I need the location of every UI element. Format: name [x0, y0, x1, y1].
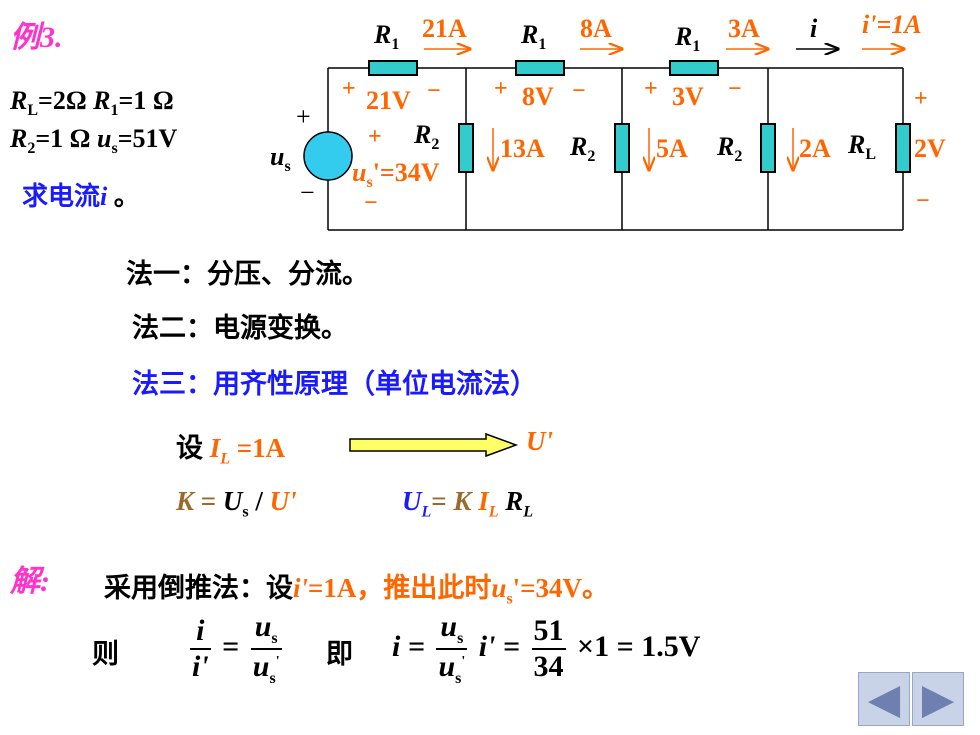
circuit-diagram	[303, 0, 911, 231]
next-button[interactable]: ▶	[912, 672, 964, 726]
method-2: 法二：电源变换。	[132, 313, 348, 343]
source-minus: −	[300, 178, 315, 207]
resistor-r1-c	[669, 60, 719, 76]
label-i-prime: i'=1A	[862, 10, 922, 39]
current-3a: 3A	[728, 14, 760, 43]
minus-3v: −	[728, 76, 742, 102]
minus-rl: −	[916, 188, 930, 214]
setup-arrow	[349, 432, 519, 458]
us-prime: us'=34V	[352, 158, 440, 192]
voltage-21v: 21V	[366, 86, 411, 115]
method-1: 法一：分压、分流。	[126, 259, 369, 289]
prev-button[interactable]: ◀	[858, 672, 910, 726]
source-plus: +	[296, 102, 311, 131]
example-label: 例3.	[10, 21, 63, 54]
label-rl: RL	[848, 130, 877, 164]
given-line-2: R2=1 Ω us=51V	[10, 124, 178, 158]
plus-3v: +	[644, 76, 658, 102]
voltage-3v: 3V	[672, 82, 704, 111]
current-8a: 8A	[580, 14, 612, 43]
voltage-source	[303, 131, 353, 181]
then-label: 则	[92, 639, 119, 669]
minus-21v: −	[427, 78, 441, 104]
left-arrow-icon: ◀	[867, 674, 901, 723]
right-arrow-icon: ▶	[921, 674, 955, 723]
plus-21v: +	[342, 76, 356, 102]
solution-text: 采用倒推法：设i'=1A，推出此时us'=34V。	[104, 573, 610, 608]
label-r2-b: R2	[570, 132, 596, 166]
label-i: i	[810, 14, 818, 43]
resistor-rl	[895, 123, 911, 173]
resistor-r1-b	[515, 60, 565, 76]
current-21a: 21A	[422, 14, 467, 43]
minus-8v: −	[572, 78, 586, 104]
plus-8v: +	[494, 76, 508, 102]
current-5a: 5A	[656, 134, 688, 163]
voltage-2v: 2V	[914, 134, 946, 163]
resistor-r2-a	[458, 123, 474, 173]
u-prime: U'	[526, 426, 553, 456]
label-r1-a: R1	[374, 20, 400, 54]
given-line-1: RL=2Ω R1=1 Ω	[10, 86, 174, 120]
plus-rl: +	[914, 86, 928, 112]
k-expression: K = Us / U'	[176, 486, 297, 521]
label-r2-c: R2	[717, 132, 743, 166]
setup-line: 设 IL =1A	[176, 433, 286, 468]
question: 求电流i 。	[22, 182, 140, 211]
label-r1-c: R1	[675, 22, 701, 56]
resistor-r1-a	[368, 60, 418, 76]
resistor-r2-c	[760, 123, 776, 173]
plus-us-prime: +	[368, 124, 382, 150]
label-r1-b: R1	[521, 20, 547, 54]
current-2a: 2A	[799, 134, 831, 163]
voltage-8v: 8V	[522, 82, 554, 111]
current-13a: 13A	[500, 134, 545, 163]
wires	[327, 67, 904, 231]
source-label: us	[270, 142, 291, 176]
label-r2-a: R2	[414, 120, 440, 154]
ul-expression: UL= K IL RL	[402, 486, 534, 521]
ji-label: 即	[326, 639, 353, 669]
minus-us-prime: −	[364, 190, 378, 216]
resistor-r2-b	[614, 123, 630, 173]
solution-label: 解:	[10, 565, 50, 598]
method-3: 法三：用齐性原理（单位电流法）	[132, 369, 537, 399]
